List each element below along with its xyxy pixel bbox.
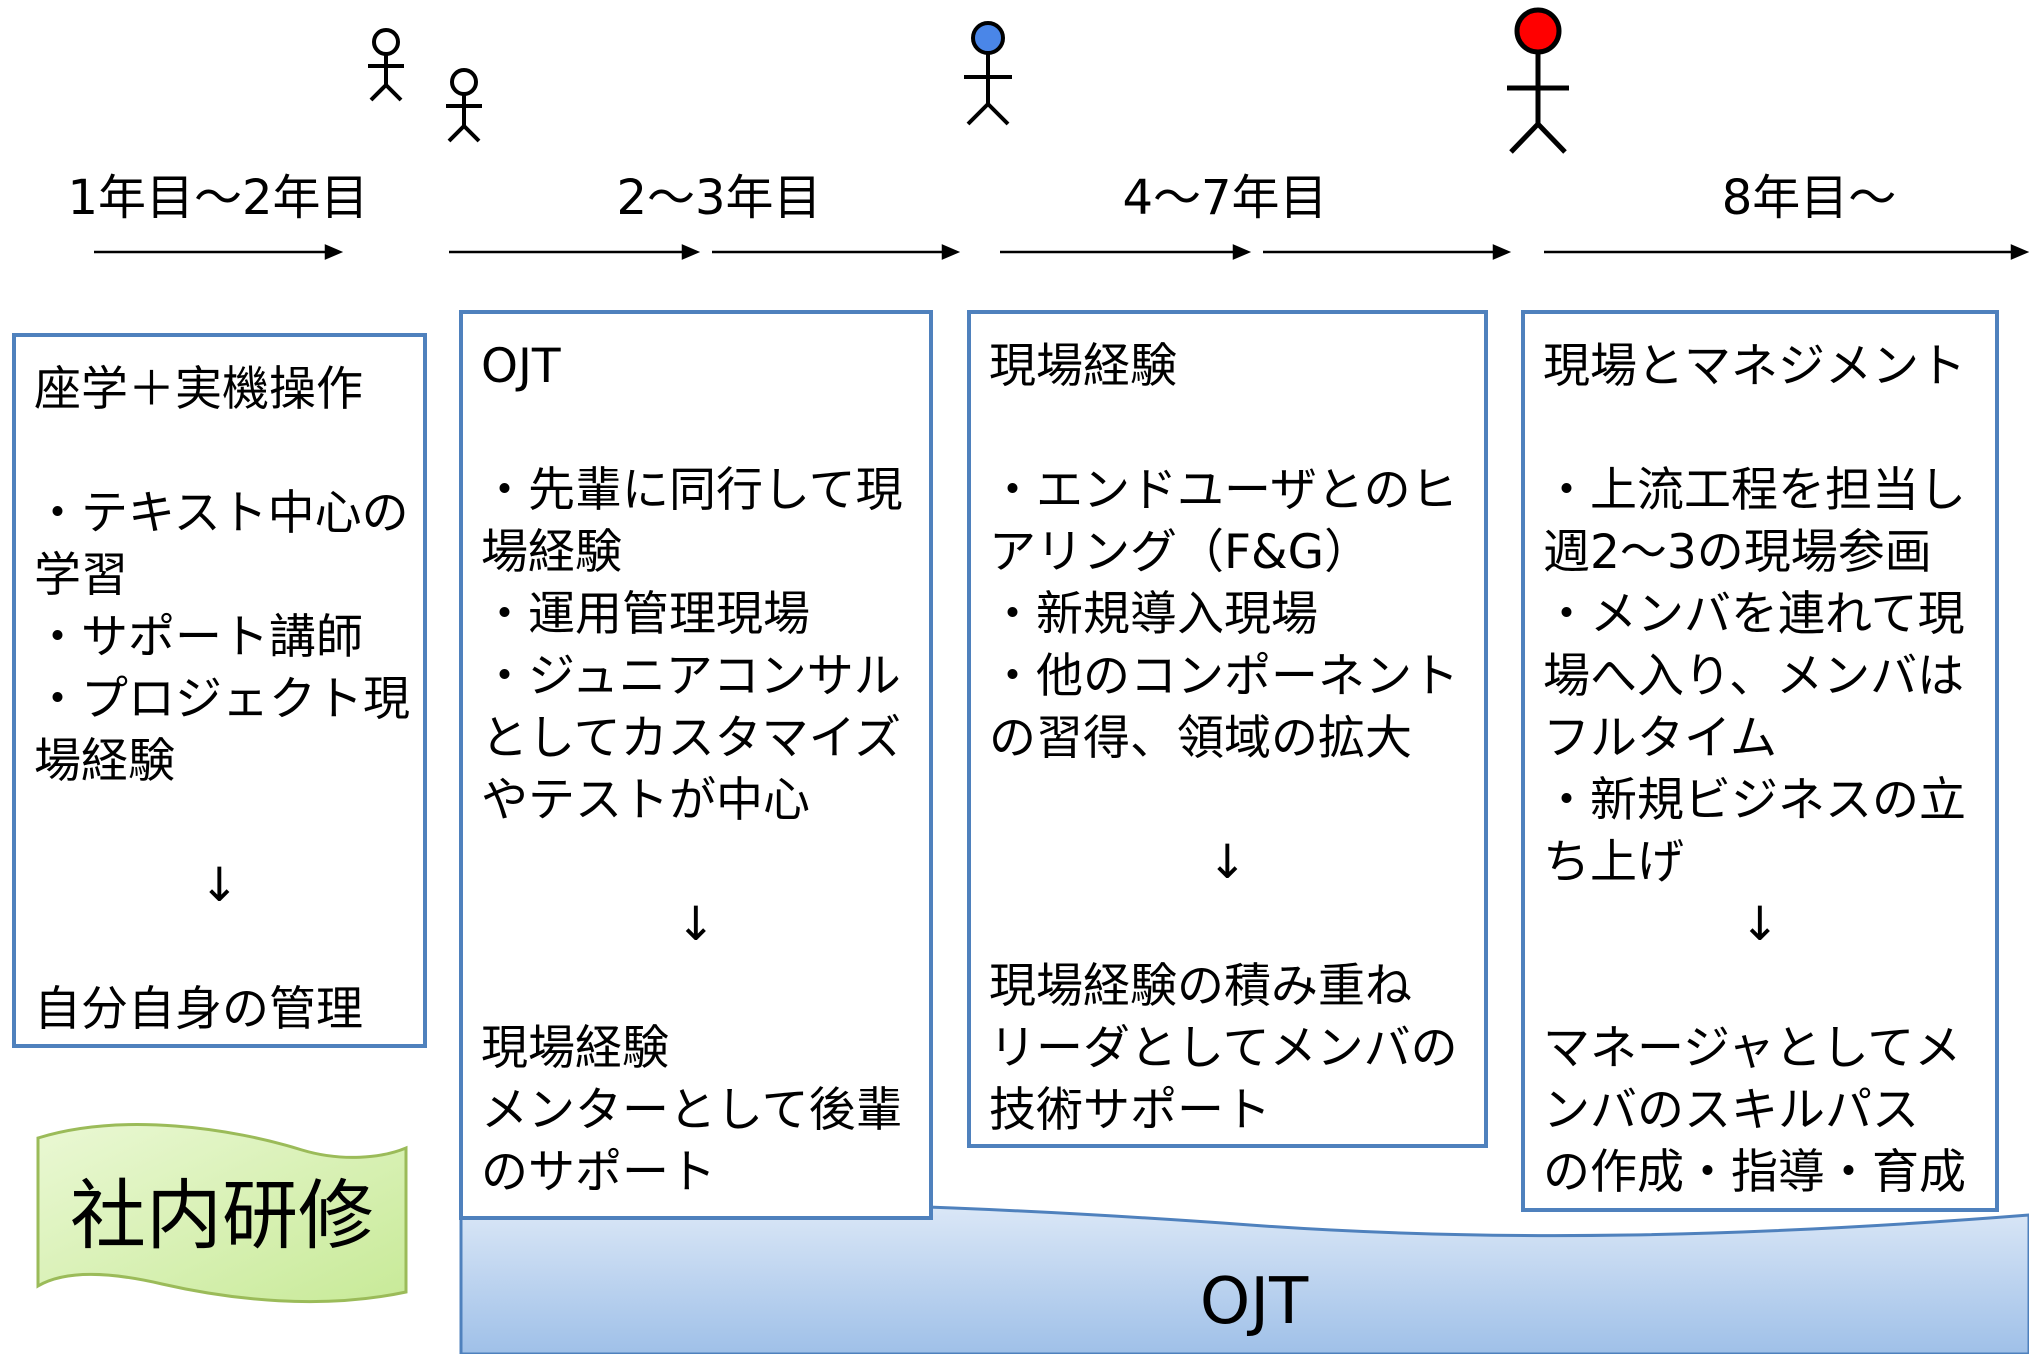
down-arrow-icon: ↓: [199, 858, 240, 913]
training-banner-label: 社内研修: [70, 1171, 374, 1260]
medium-person-icon: [964, 21, 1012, 126]
stage-item: としてカスタマイズ: [481, 711, 902, 766]
stage-result: のサポート: [481, 1145, 716, 1200]
stage-item: 学習: [34, 548, 128, 603]
timeline-arrow: [1263, 244, 1512, 260]
stage-item: ・サポート講師: [34, 610, 363, 665]
stage-box-3: 現場経験 ・エンドユーザとのヒ アリング（F&G） ・新規導入現場 ・他のコンポ…: [967, 310, 1488, 1148]
period-label-2: 2～3年目: [616, 170, 822, 226]
figures-layer: [368, 7, 1569, 154]
down-arrow-icon: ↓: [676, 897, 716, 952]
stage-item: ・テキスト中心の: [34, 486, 409, 541]
stage-item: ・先輩に同行して現: [481, 463, 903, 518]
stage-item: 場経験: [34, 734, 175, 789]
stage-result: リーダとしてメンバの: [989, 1021, 1458, 1076]
stage-item: やテストが中心: [481, 773, 810, 828]
down-arrow-icon: ↓: [1740, 897, 1780, 952]
stage-result: 技術サポート: [989, 1083, 1271, 1138]
stage-item: 週2～3の現場参画: [1543, 525, 1932, 580]
stage-title: 座学＋実機操作: [34, 362, 363, 417]
stage-result: 自分自身の管理: [34, 982, 363, 1037]
training-banner: 社内研修: [36, 1123, 408, 1304]
stage-box-4: 現場とマネジメント ・上流工程を担当し 週2～3の現場参画 ・メンバを連れて現 …: [1521, 310, 1999, 1212]
stage-result: の作成・指導・育成: [1543, 1145, 1966, 1200]
stage-result: 現場経験の積み重ね: [989, 959, 1412, 1014]
stage-title: OJT: [481, 339, 561, 394]
stage-item: 場経験: [481, 525, 622, 580]
stage-item: ・他のコンポーネント: [989, 649, 1459, 704]
stage-item: ・メンバを連れて現: [1543, 587, 1965, 642]
timeline-arrow: [1544, 244, 2029, 260]
stage-item: ・エンドユーザとのヒ: [989, 463, 1458, 518]
ojt-band-label: OJT: [1200, 1265, 1309, 1339]
timeline-arrows: [94, 244, 2029, 260]
timeline-arrow: [1000, 244, 1252, 260]
stage-title: 現場経験: [989, 339, 1177, 394]
period-label-1: 1年目～2年目: [67, 170, 369, 226]
period-label-3: 4～7年目: [1122, 170, 1328, 226]
stage-result: メンターとして後輩: [481, 1083, 903, 1138]
ojt-band: OJT: [459, 1201, 2029, 1354]
large-person-icon: [1507, 7, 1569, 154]
stage-item: ・新規導入現場: [989, 587, 1318, 642]
period-label-4: 8年目～: [1721, 170, 1897, 226]
stage-item: アリング（F&G）: [989, 525, 1372, 580]
stage-item: ・運用管理現場: [481, 587, 810, 642]
stage-item: ち上げ: [1543, 835, 1684, 890]
timeline-arrow: [712, 244, 961, 260]
stage-item: の習得、領域の拡大: [989, 711, 1412, 766]
stage-result: 現場経験: [481, 1021, 669, 1076]
small-person-a-icon: [368, 28, 404, 102]
small-person-b-icon: [446, 68, 482, 143]
stage-title: 現場とマネジメント: [1543, 339, 1966, 394]
timeline-arrow: [94, 244, 344, 260]
stage-item: フルタイム: [1543, 711, 1778, 766]
stage-result: ンバのスキルパス: [1543, 1083, 1919, 1138]
stage-item: ・新規ビジネスの立: [1543, 773, 1966, 828]
down-arrow-icon: ↓: [1207, 835, 1248, 890]
stage-result: マネージャとしてメ: [1543, 1021, 1962, 1076]
stage-item: 場へ入り、メンバは: [1543, 649, 1965, 704]
timeline-arrow: [449, 244, 701, 260]
stage-box-2: OJT ・先輩に同行して現 場経験 ・運用管理現場 ・ジュニアコンサル としてカ…: [459, 310, 933, 1220]
stage-item: ・上流工程を担当し: [1543, 463, 1966, 518]
stage-item: ・ジュニアコンサル: [481, 649, 901, 704]
stage-item: ・プロジェクト現: [34, 672, 410, 727]
stage-box-1: 座学＋実機操作 ・テキスト中心の 学習 ・サポート講師 ・プロジェクト現 場経験…: [12, 333, 427, 1048]
